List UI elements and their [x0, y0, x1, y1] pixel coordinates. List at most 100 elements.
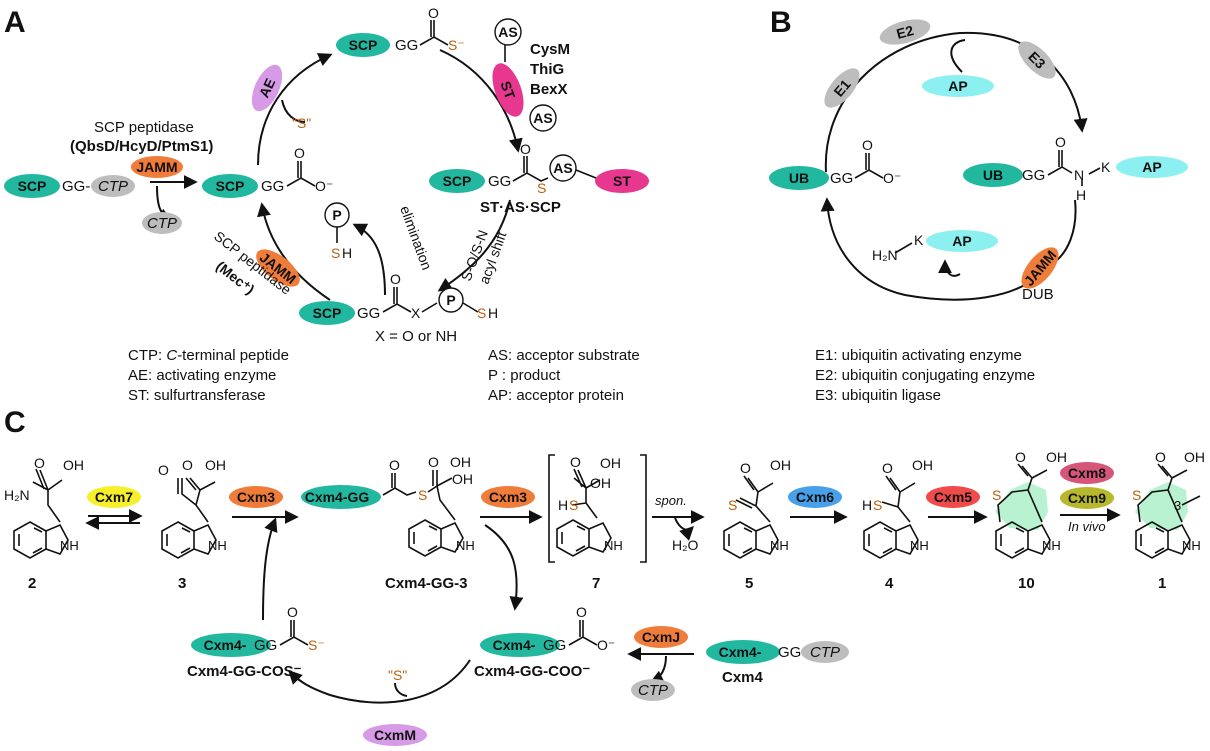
ctp-pill-left [91, 175, 135, 197]
panel-label-a: A [4, 6, 26, 39]
nh-label: NH [208, 538, 227, 553]
compound-2-sidechain [32, 468, 63, 523]
hydrogen-label: H [558, 497, 568, 513]
oxygen-label: O [294, 145, 305, 161]
legend-ap: AP: acceptor protein [488, 387, 624, 404]
oxygen-label: O [882, 460, 893, 476]
gg-label: GG [1022, 167, 1045, 184]
nh-label: NH [1182, 538, 1201, 553]
ctp-label: CTP [810, 644, 840, 661]
compound-cxm4-gg-3-label: Cxm4-GG-3 [385, 575, 468, 592]
scp-label: SCP [349, 37, 378, 53]
ctp-pill-released [142, 212, 182, 234]
thiocarboxylate-label: S⁻ [448, 37, 465, 53]
scp-label: SCP [443, 173, 472, 189]
cxm4-label: Cxm4- [493, 637, 536, 653]
enzyme-bexx: BexX [530, 81, 568, 98]
oxygen-label: O [1055, 134, 1066, 150]
arrow-cxmm [288, 659, 471, 704]
legend-as: AS: acceptor substrate [488, 347, 640, 364]
oxygen-label: O [158, 462, 169, 478]
hydrogen-label: H [488, 305, 498, 321]
compound-2-label: 2 [28, 575, 36, 592]
enzyme-thig: ThiG [530, 61, 564, 78]
enzyme-cysm: CysM [530, 41, 570, 58]
nh-label: NH [456, 538, 475, 553]
ub-pill-left [769, 166, 829, 190]
as-label: AS [498, 24, 517, 40]
ub-carboxylate-bonds [854, 153, 884, 179]
conjugate-bonds [382, 470, 456, 521]
ub-label: UB [789, 170, 809, 186]
compound-7-sidechain [571, 468, 601, 519]
thiocarboxylate-label: S⁻ [308, 637, 325, 653]
oxygen-label: O [34, 455, 45, 471]
compound-1-bonds [1137, 463, 1201, 523]
gg-label: GG- [62, 178, 90, 195]
ctp-pill-released-c [631, 679, 675, 701]
carboxylate-bonds [286, 161, 316, 187]
legend-p: P : product [488, 367, 561, 384]
cxm4-gg-label: Cxm4-GG [305, 489, 370, 505]
sulfur-label: S [569, 497, 578, 513]
sulfur-label: S [331, 245, 340, 261]
thioester-bonds [512, 156, 549, 182]
sulfur-label: S [537, 180, 546, 196]
gg-label: GG [543, 637, 566, 654]
st-pill-complex [595, 169, 649, 193]
bracket-right [640, 454, 647, 563]
ring-highlight-1 [1135, 482, 1188, 530]
legend-ctp: CTP: C-terminal peptide [128, 347, 289, 364]
lysine-label: K [1101, 159, 1111, 175]
scp-label: SCP [313, 305, 342, 321]
sulfur-label: S [728, 497, 737, 513]
cxmj-label: CxmJ [642, 629, 680, 645]
spontaneous-label: spon. [655, 493, 687, 508]
scp-label: SCP [18, 178, 47, 194]
x-label: X [411, 305, 421, 321]
in-vivo-label: In vivo [1068, 519, 1106, 534]
compound-4-sidechain [881, 475, 916, 523]
oxygen-label: O [1155, 449, 1166, 465]
st-label: ST [613, 173, 631, 189]
complex-label: ST·AS·SCP [480, 199, 561, 216]
scp-pill-acid [202, 174, 258, 198]
panel-a: SCP GG O S⁻ AE "S" AS ST AS CysM ThiG Be… [4, 5, 649, 404]
hydroxyl-label: OH [205, 457, 226, 473]
cxm4-pill-precursor [706, 640, 780, 664]
arrow-ap-in [950, 39, 966, 73]
carboxylate-label: O⁻ [597, 637, 615, 653]
sulfur-label: S [992, 487, 1001, 503]
ap-label: AP [948, 78, 967, 94]
carboxylate-label: O⁻ [315, 178, 333, 194]
hydroxyl-label: OH [912, 457, 933, 473]
jamm-pill-mec [256, 249, 300, 287]
cxm7-label: Cxm7 [95, 489, 133, 505]
e2-pill [879, 19, 931, 45]
gg-label: GG [395, 37, 418, 54]
indole-ring-conjugate [408, 519, 464, 557]
cxm5-label: Cxm5 [934, 489, 972, 505]
nh-label: NH [770, 538, 789, 553]
peptidase-names: (QbsD/HcyD/PtmS1) [70, 138, 213, 155]
arrow-to-cooh [484, 524, 524, 611]
cos-bonds [279, 620, 309, 646]
cxm3-label: Cxm3 [489, 489, 527, 505]
product-label: P [332, 207, 341, 223]
compound-10-bonds [997, 463, 1048, 523]
as-circle-sh [529, 104, 557, 132]
thioacid-bonds [419, 20, 449, 46]
as-label: AS [533, 110, 552, 126]
cxm3-label: Cxm3 [237, 489, 275, 505]
scp-pill-complex [429, 169, 485, 193]
cxm4-pill-conjugate [301, 485, 381, 509]
ap-label: AP [1142, 159, 1161, 175]
x-definition: X = O or NH [375, 328, 457, 345]
hydroxyl-label: OH [63, 457, 84, 473]
legend-e1: E1: ubiquitin activating enzyme [815, 347, 1022, 364]
st-pill-top [492, 63, 524, 117]
hydrogen-label: H [1076, 187, 1086, 203]
sulfur-label: S [477, 305, 486, 321]
cxmj-pill [634, 626, 688, 648]
